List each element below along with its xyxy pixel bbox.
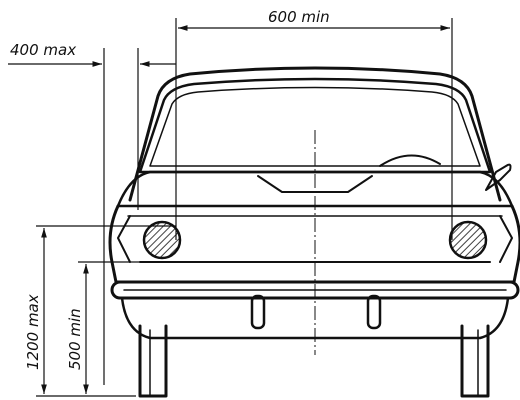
left-bumper-guard bbox=[250, 294, 266, 330]
height-max-label: 1200 max bbox=[24, 294, 42, 370]
width-dimension bbox=[175, 18, 453, 240]
right-lamp-chevron bbox=[499, 215, 513, 263]
right-wheel bbox=[460, 324, 490, 398]
offset-dimension bbox=[8, 48, 176, 385]
right-headlamp bbox=[448, 220, 488, 260]
windshield-inner bbox=[149, 86, 481, 167]
height-dimensions bbox=[36, 225, 176, 397]
offset-max-label: 400 max bbox=[10, 41, 76, 59]
left-lamp-chevron bbox=[117, 215, 131, 263]
height-min-label: 500 min bbox=[66, 308, 84, 370]
windshield-outer bbox=[138, 77, 492, 174]
right-bumper-guard bbox=[366, 294, 382, 330]
width-min-label: 600 min bbox=[268, 8, 330, 26]
steering-wheel bbox=[379, 154, 441, 167]
left-wheel bbox=[138, 324, 168, 398]
left-headlamp bbox=[142, 220, 182, 260]
cowl-line bbox=[116, 170, 514, 208]
roof-outline bbox=[128, 66, 502, 202]
side-mirror bbox=[485, 163, 512, 191]
